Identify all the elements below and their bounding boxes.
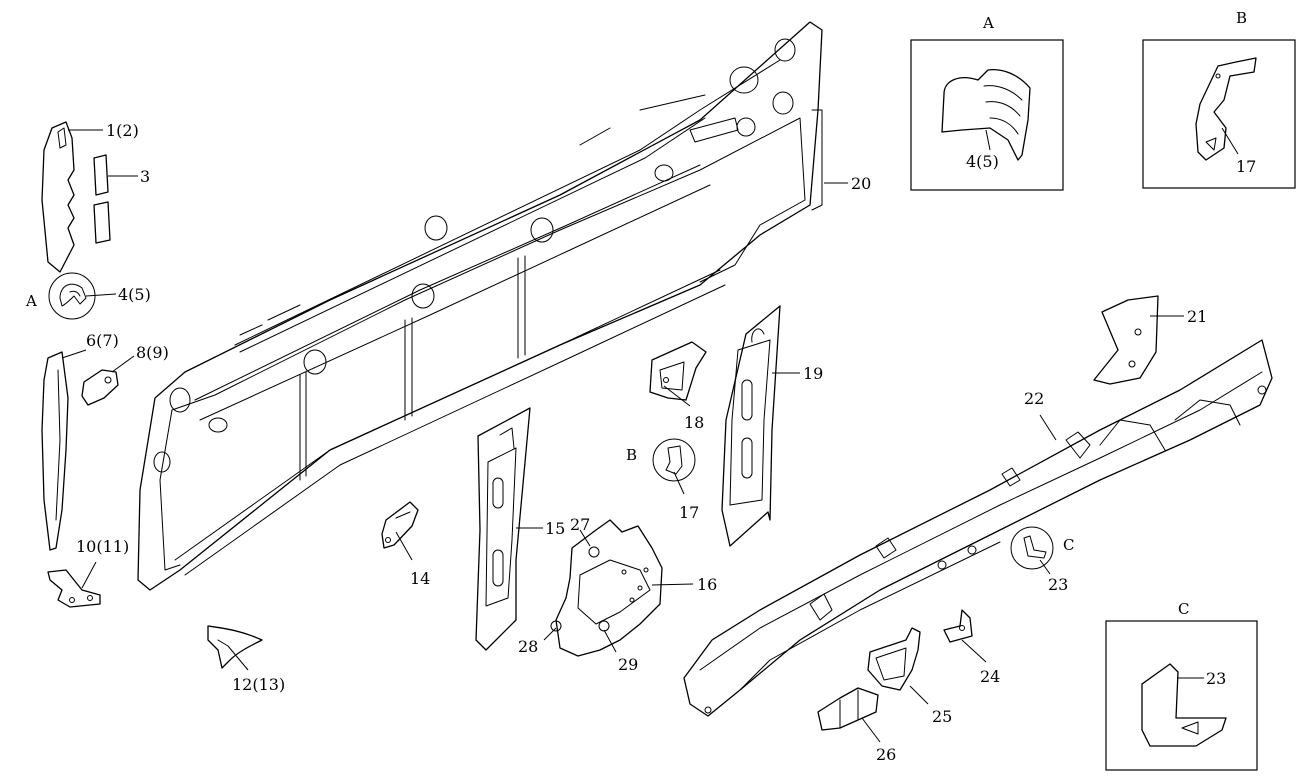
callout-26: 26 xyxy=(876,745,896,764)
callout-17-box-b: 17 xyxy=(1236,157,1256,176)
callout-8: 8(9) xyxy=(136,343,169,362)
callout-21: 21 xyxy=(1187,307,1207,326)
detail-box-a xyxy=(910,39,1064,191)
callout-18: 18 xyxy=(684,413,704,432)
callout-23-circle: 23 xyxy=(1048,575,1068,594)
callout-6: 6(7) xyxy=(86,331,119,350)
view-label-c-small: C xyxy=(1063,536,1074,554)
callout-4-left: 4(5) xyxy=(118,285,151,304)
callout-23-box-c: 23 xyxy=(1206,669,1226,688)
detail-box-c xyxy=(1105,620,1258,771)
callout-29: 29 xyxy=(618,655,638,674)
detail-box-b xyxy=(1142,39,1296,189)
view-label-b-box: B xyxy=(1236,9,1247,27)
view-c-circle xyxy=(1010,526,1054,570)
callout-25: 25 xyxy=(932,707,952,726)
part-24-bracket xyxy=(943,609,973,643)
callout-numbers: 1(2) 3 4(5) 6(7) 8(9) 10(11) 12(13) 14 1… xyxy=(76,121,1256,764)
callout-17-center: 17 xyxy=(679,503,699,522)
callout-19: 19 xyxy=(803,364,823,383)
callout-27: 27 xyxy=(570,515,590,534)
part-18-bracket xyxy=(649,341,707,401)
part-21-bracket xyxy=(1093,295,1159,385)
part-1-bracket xyxy=(41,121,75,273)
callout-20: 20 xyxy=(851,174,871,193)
view-label-c-box: C xyxy=(1178,600,1189,618)
callout-4-box-a: 4(5) xyxy=(966,152,999,171)
part-14-bracket xyxy=(381,501,419,549)
callout-12: 12(13) xyxy=(232,675,285,694)
callout-16: 16 xyxy=(697,575,717,594)
callout-3: 3 xyxy=(140,167,150,186)
view-label-a-small: A xyxy=(25,292,37,310)
part-15-pillar xyxy=(475,407,531,651)
part-26-clip xyxy=(817,687,879,731)
callout-1: 1(2) xyxy=(106,121,139,140)
part-6-strip xyxy=(41,351,69,551)
part-22-rail xyxy=(683,339,1273,717)
view-b-circle xyxy=(652,438,696,482)
part-19-pillar xyxy=(721,305,781,547)
callout-10: 10(11) xyxy=(76,537,129,556)
view-labels: A B C A B C xyxy=(25,9,1247,618)
view-label-a-box: A xyxy=(982,14,994,32)
part-12-clip xyxy=(207,625,263,669)
callout-22: 22 xyxy=(1024,389,1044,408)
callout-15: 15 xyxy=(545,519,565,538)
part-20-main-panel xyxy=(137,21,823,591)
callout-28: 28 xyxy=(518,637,538,656)
callout-14: 14 xyxy=(410,569,430,588)
view-a-circle xyxy=(48,272,96,320)
view-label-b-small: B xyxy=(626,446,637,464)
part-10-bracket xyxy=(47,569,101,608)
part-3-clip xyxy=(93,154,111,244)
callout-24: 24 xyxy=(980,667,1000,686)
part-25-bracket xyxy=(867,627,921,691)
leader-lines xyxy=(61,129,1184,743)
part-8-bracket xyxy=(81,369,119,406)
part-16-plate xyxy=(550,519,663,657)
